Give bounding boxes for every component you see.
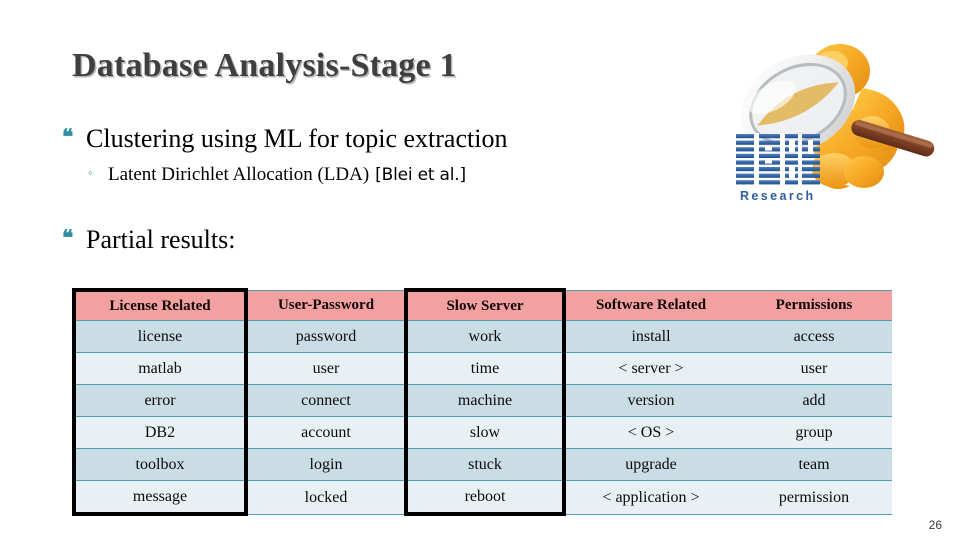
bullet-item-clustering: ❝ Clustering using ML for topic extracti…	[62, 124, 507, 154]
table-cell: work	[404, 320, 566, 353]
ibm-research-logo: Research	[712, 22, 950, 207]
table-cell: locked	[246, 480, 406, 515]
bullet-text: Partial results:	[86, 225, 236, 254]
table-cell: access	[736, 320, 892, 353]
sub-bullet-glyph-icon: ◦	[88, 165, 93, 180]
table-cell: DB2	[72, 416, 248, 449]
table-cell: reboot	[404, 480, 566, 516]
table-cell: < application >	[564, 480, 736, 515]
table-cell: user	[246, 352, 406, 385]
magnifier-glass	[740, 54, 856, 154]
bullet-glyph-icon: ❝	[62, 226, 74, 250]
table-cell: slow	[404, 416, 566, 449]
bullet-glyph-icon: ❝	[62, 125, 74, 149]
sub-bullet-text: Latent Dirichlet Allocation (LDA)	[108, 164, 370, 185]
table-cell: account	[246, 416, 406, 449]
table-cell: message	[72, 480, 248, 516]
bullet-text: Clustering using ML for topic extraction	[86, 124, 508, 153]
table-cell: user	[736, 352, 892, 385]
table-cell: connect	[246, 384, 406, 417]
magnifier-handle	[851, 119, 935, 157]
table-cell: install	[564, 320, 736, 353]
table-cell: add	[736, 384, 892, 417]
page-number: 26	[928, 518, 942, 532]
page-title: Database Analysis-Stage 1	[72, 47, 457, 84]
table-column-header: License Related	[72, 288, 248, 321]
table-cell: error	[72, 384, 248, 417]
ibm-research-subtitle: Research	[740, 189, 816, 203]
table-cell: time	[404, 352, 566, 385]
table-column-header: Permissions	[736, 289, 892, 321]
bullet-item-partial-results: ❝ Partial results:	[62, 225, 235, 255]
table-cell: < server >	[564, 352, 736, 385]
bullet-item-lda: ◦ Latent Dirichlet Allocation (LDA) [Ble…	[88, 164, 466, 186]
table-cell: upgrade	[564, 448, 736, 481]
table-cell: toolbox	[72, 448, 248, 481]
table-column-header: User-Password	[246, 289, 406, 321]
citation-reference: [Blei et al.]	[375, 165, 466, 185]
table-cell: stuck	[404, 448, 566, 481]
table-cell: team	[736, 448, 892, 481]
table-cell: license	[72, 320, 248, 353]
table-cell: login	[246, 448, 406, 481]
table-cell: < OS >	[564, 416, 736, 449]
table-cell: password	[246, 320, 406, 353]
table-cell: matlab	[72, 352, 248, 385]
table-column-header: Slow Server	[404, 288, 566, 321]
table-cell: permission	[736, 480, 892, 515]
table-cell: group	[736, 416, 892, 449]
table-cell: machine	[404, 384, 566, 417]
table-column-header: Software Related	[564, 289, 736, 321]
ibm-wordmark: Research	[736, 133, 820, 203]
table-cell: version	[564, 384, 736, 417]
